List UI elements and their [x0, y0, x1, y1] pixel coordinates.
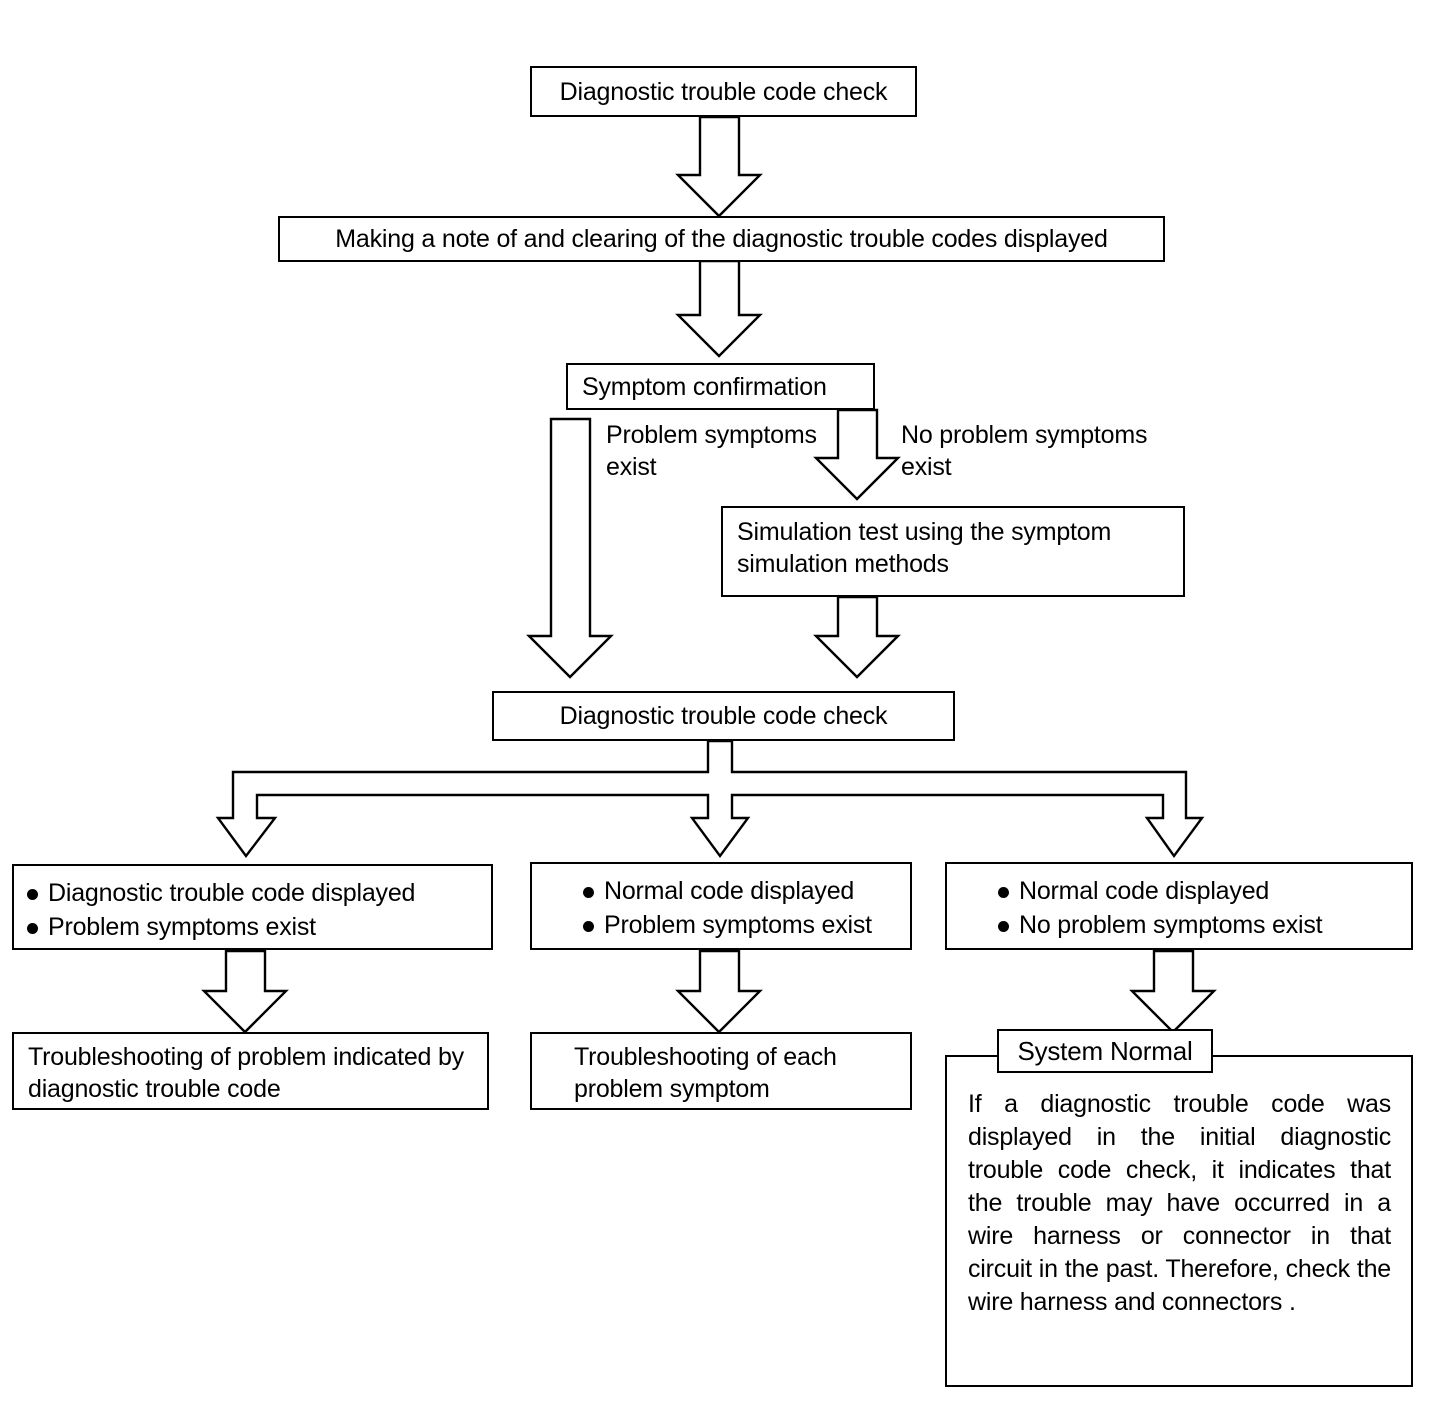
node-result-left-box[interactable]: Diagnostic trouble code displayed Proble… [12, 864, 493, 950]
list-item: Diagnostic trouble code displayed [14, 877, 491, 909]
arrow-simulation-to-dtccheck [813, 595, 901, 679]
node-start-box[interactable]: Diagnostic trouble code check [530, 66, 917, 117]
list-item: Problem symptoms exist [14, 911, 491, 943]
edge-label-problem-symptoms-exist: Problem symptoms exist [606, 421, 817, 481]
arrow-resultcenter-to-actioncenter [675, 949, 763, 1034]
node-action-left-label: Troubleshooting of problem indicated by … [28, 1043, 464, 1103]
node-action-left-box[interactable]: Troubleshooting of problem indicated by … [12, 1032, 489, 1110]
node-action-center-label: Troubleshooting of each problem symptom [574, 1043, 837, 1103]
node-symptom-confirmation-label: Symptom confirmation [582, 372, 827, 401]
node-dtc-check-2-box[interactable]: Diagnostic trouble code check [492, 691, 955, 741]
node-system-normal-outer-box[interactable] [945, 1055, 1413, 1387]
node-simulation-box[interactable]: Simulation test using the symptom simula… [721, 506, 1185, 597]
node-symptom-confirmation-box[interactable]: Symptom confirmation [566, 363, 875, 410]
list-item: No problem symptoms exist [985, 909, 1411, 941]
node-result-right-box[interactable]: Normal code displayed No problem symptom… [945, 862, 1413, 950]
node-clear-box[interactable]: Making a note of and clearing of the dia… [278, 216, 1165, 262]
arrow-resultleft-to-actionleft [201, 949, 289, 1034]
node-dtc-check-2-label: Diagnostic trouble code check [559, 702, 888, 730]
arrow-symptom-to-dtccheck [526, 417, 614, 679]
node-simulation-label: Simulation test using the symptom simula… [737, 518, 1112, 578]
arrow-fork-three-way [215, 739, 1205, 859]
node-system-normal-body: If a diagnostic trouble code was display… [968, 1090, 1391, 1316]
node-result-center-box[interactable]: Normal code displayed Problem symptoms e… [530, 862, 912, 950]
list-item: Normal code displayed [985, 875, 1411, 907]
node-system-normal-title-box[interactable]: System Normal [997, 1029, 1213, 1073]
arrow-resultright-to-systemnormal [1129, 949, 1217, 1034]
result-center-list: Normal code displayed Problem symptoms e… [532, 875, 910, 941]
node-action-center-box[interactable]: Troubleshooting of each problem symptom [530, 1032, 912, 1110]
result-right-list: Normal code displayed No problem symptom… [947, 875, 1411, 941]
node-start-label: Diagnostic trouble code check [559, 77, 888, 106]
node-system-normal-title: System Normal [1017, 1035, 1193, 1066]
node-clear-label: Making a note of and clearing of the dia… [335, 225, 1108, 253]
arrow-clear-to-symptom [675, 259, 763, 358]
result-left-list: Diagnostic trouble code displayed Proble… [14, 877, 491, 943]
edge-label-no-problem-symptoms-exist: No problem symptoms exist [901, 421, 1148, 481]
list-item: Problem symptoms exist [570, 909, 910, 941]
list-item: Normal code displayed [570, 875, 910, 907]
arrow-start-to-clear [675, 115, 763, 218]
